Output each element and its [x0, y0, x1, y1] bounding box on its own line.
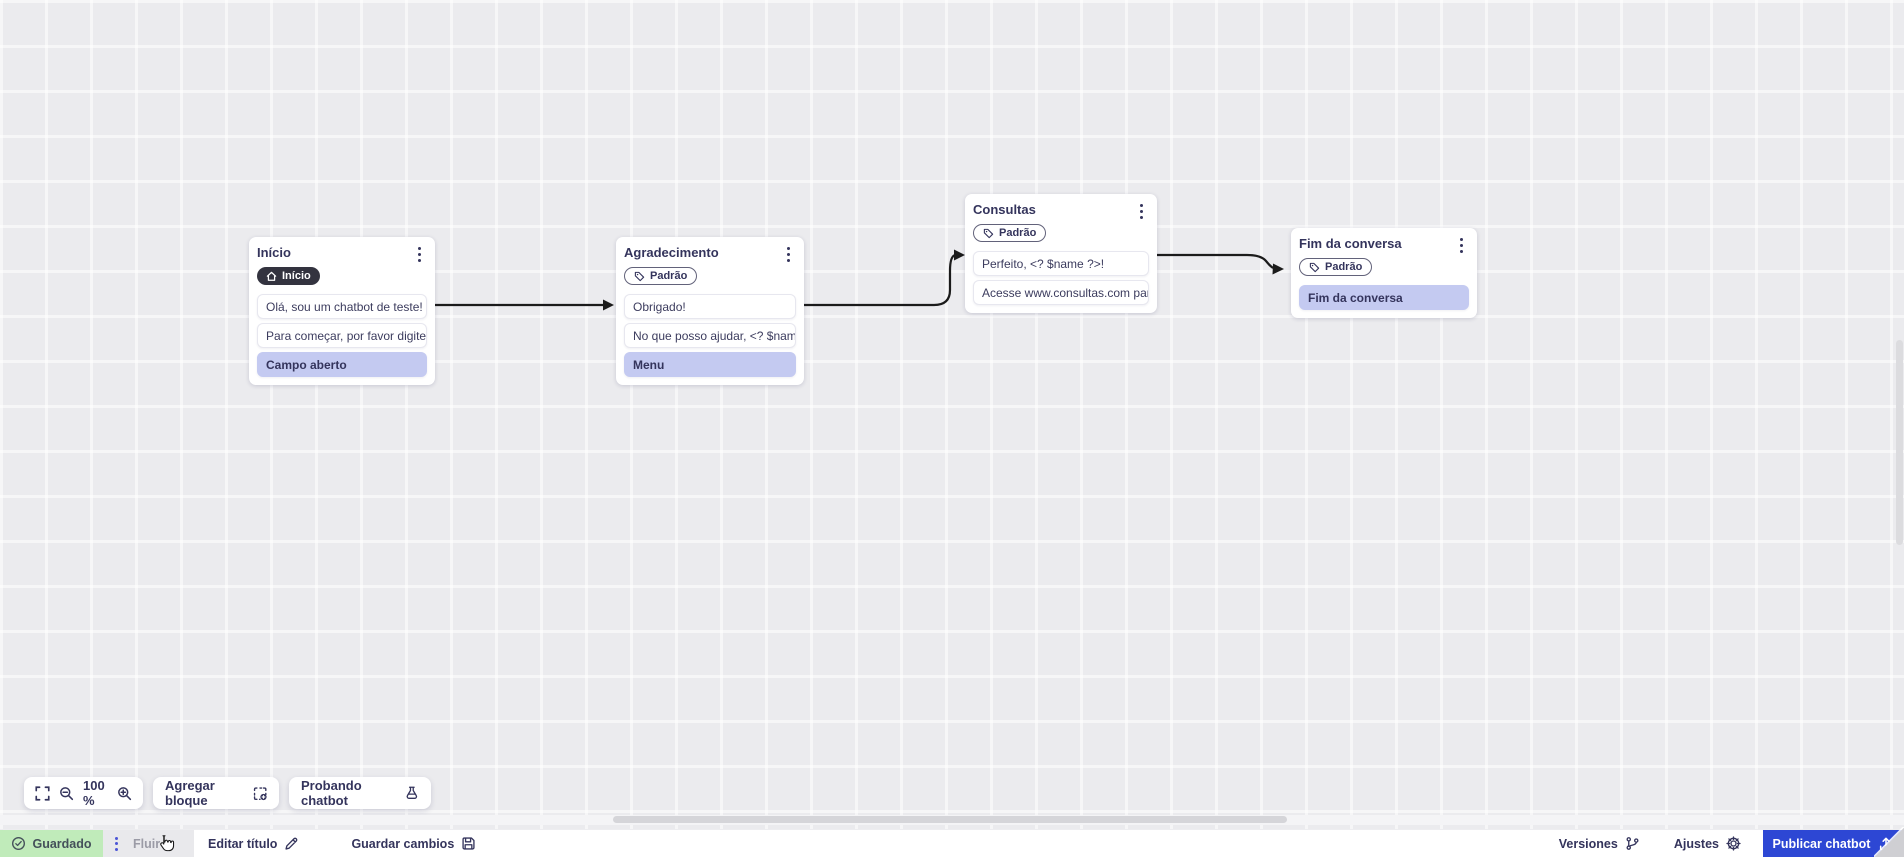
kebab-menu-icon[interactable]: [781, 245, 796, 262]
tag-icon: [983, 228, 994, 238]
pencil-icon: [285, 837, 298, 850]
horizontal-scrollbar-thumb[interactable]: [613, 816, 1287, 823]
gear-icon: [1726, 836, 1741, 851]
saved-label: Guardado: [32, 836, 92, 851]
node-title: Fim da conversa: [1299, 236, 1402, 251]
add-block-icon: [253, 786, 267, 800]
fit-view-icon: [35, 785, 50, 801]
message-block[interactable]: Perfeito, <? $name ?>!: [973, 251, 1149, 276]
node-inicio[interactable]: Início Início Olá, sou um chatbot de tes…: [249, 237, 435, 385]
flow-tab-label: Fluir: [133, 836, 161, 851]
kebab-menu-icon[interactable]: [1134, 202, 1149, 219]
zoom-in-icon: [118, 786, 132, 800]
zoom-out-icon: [60, 786, 74, 800]
publish-chatbot-button[interactable]: Publicar chatbot: [1763, 830, 1904, 857]
zoom-toolbar: 100 %: [24, 777, 143, 809]
tag-icon: [1309, 262, 1320, 272]
node-type-badge: Padrão: [624, 267, 698, 285]
message-block[interactable]: Obrigado!: [624, 294, 796, 319]
publish-upload-icon: [1880, 837, 1893, 850]
horizontal-scrollbar: [0, 815, 1904, 825]
zoom-level: 100 %: [83, 778, 105, 808]
edit-title-button[interactable]: Editar título: [208, 830, 299, 857]
fit-view-button[interactable]: [35, 785, 50, 801]
node-type-badge: Início: [257, 267, 320, 285]
message-block[interactable]: Olá, sou um chatbot de teste!: [257, 294, 427, 319]
zoom-in-button[interactable]: [117, 786, 132, 801]
node-title: Início: [257, 245, 291, 260]
settings-button[interactable]: Ajustes: [1674, 830, 1741, 857]
add-block-label: Agregar bloque: [165, 778, 215, 808]
drag-handle-dots-icon[interactable]: [115, 836, 118, 851]
tag-icon: [634, 271, 645, 281]
add-block-button[interactable]: Agregar bloque: [153, 777, 279, 809]
message-block[interactable]: Acesse www.consultas.com par...: [973, 280, 1149, 305]
check-circle-icon: [12, 837, 26, 850]
flask-icon: [406, 786, 418, 799]
node-fim-da-conversa[interactable]: Fim da conversa Padrão Fim da conversa: [1291, 228, 1477, 318]
vertical-scrollbar-thumb[interactable]: [1896, 340, 1903, 545]
node-agradecimento[interactable]: Agradecimento Padrão Obrigado! No que po…: [616, 237, 804, 385]
zoom-out-button[interactable]: [59, 786, 74, 801]
node-type-badge: Padrão: [1299, 258, 1373, 276]
kebab-menu-icon[interactable]: [1454, 236, 1469, 253]
status-bar: Guardado Fluir Editar título Guardar cam…: [0, 829, 1904, 857]
menu-block[interactable]: Menu: [624, 352, 796, 377]
kebab-menu-icon[interactable]: [412, 245, 427, 262]
node-title: Consultas: [973, 202, 1036, 217]
saved-status-badge: Guardado: [0, 830, 103, 857]
versions-button[interactable]: Versiones: [1559, 830, 1640, 857]
node-type-badge: Padrão: [973, 224, 1047, 242]
home-icon: [266, 271, 277, 281]
save-icon: [462, 837, 475, 850]
node-consultas[interactable]: Consultas Padrão Perfeito, <? $name ?>! …: [965, 194, 1157, 313]
message-block[interactable]: No que posso ajudar, <? $name ...: [624, 323, 796, 348]
input-block[interactable]: Campo aberto: [257, 352, 427, 377]
flow-tab[interactable]: Fluir: [103, 830, 194, 857]
test-chatbot-label: Probando chatbot: [301, 778, 362, 808]
end-block[interactable]: Fim da conversa: [1299, 285, 1469, 310]
statusbar-spacer: [476, 830, 1558, 857]
node-title: Agradecimento: [624, 245, 719, 260]
message-block[interactable]: Para começar, por favor digite o ...: [257, 323, 427, 348]
branch-icon: [1626, 837, 1639, 850]
save-changes-button[interactable]: Guardar cambios: [351, 830, 476, 857]
test-chatbot-button[interactable]: Probando chatbot: [289, 777, 431, 809]
